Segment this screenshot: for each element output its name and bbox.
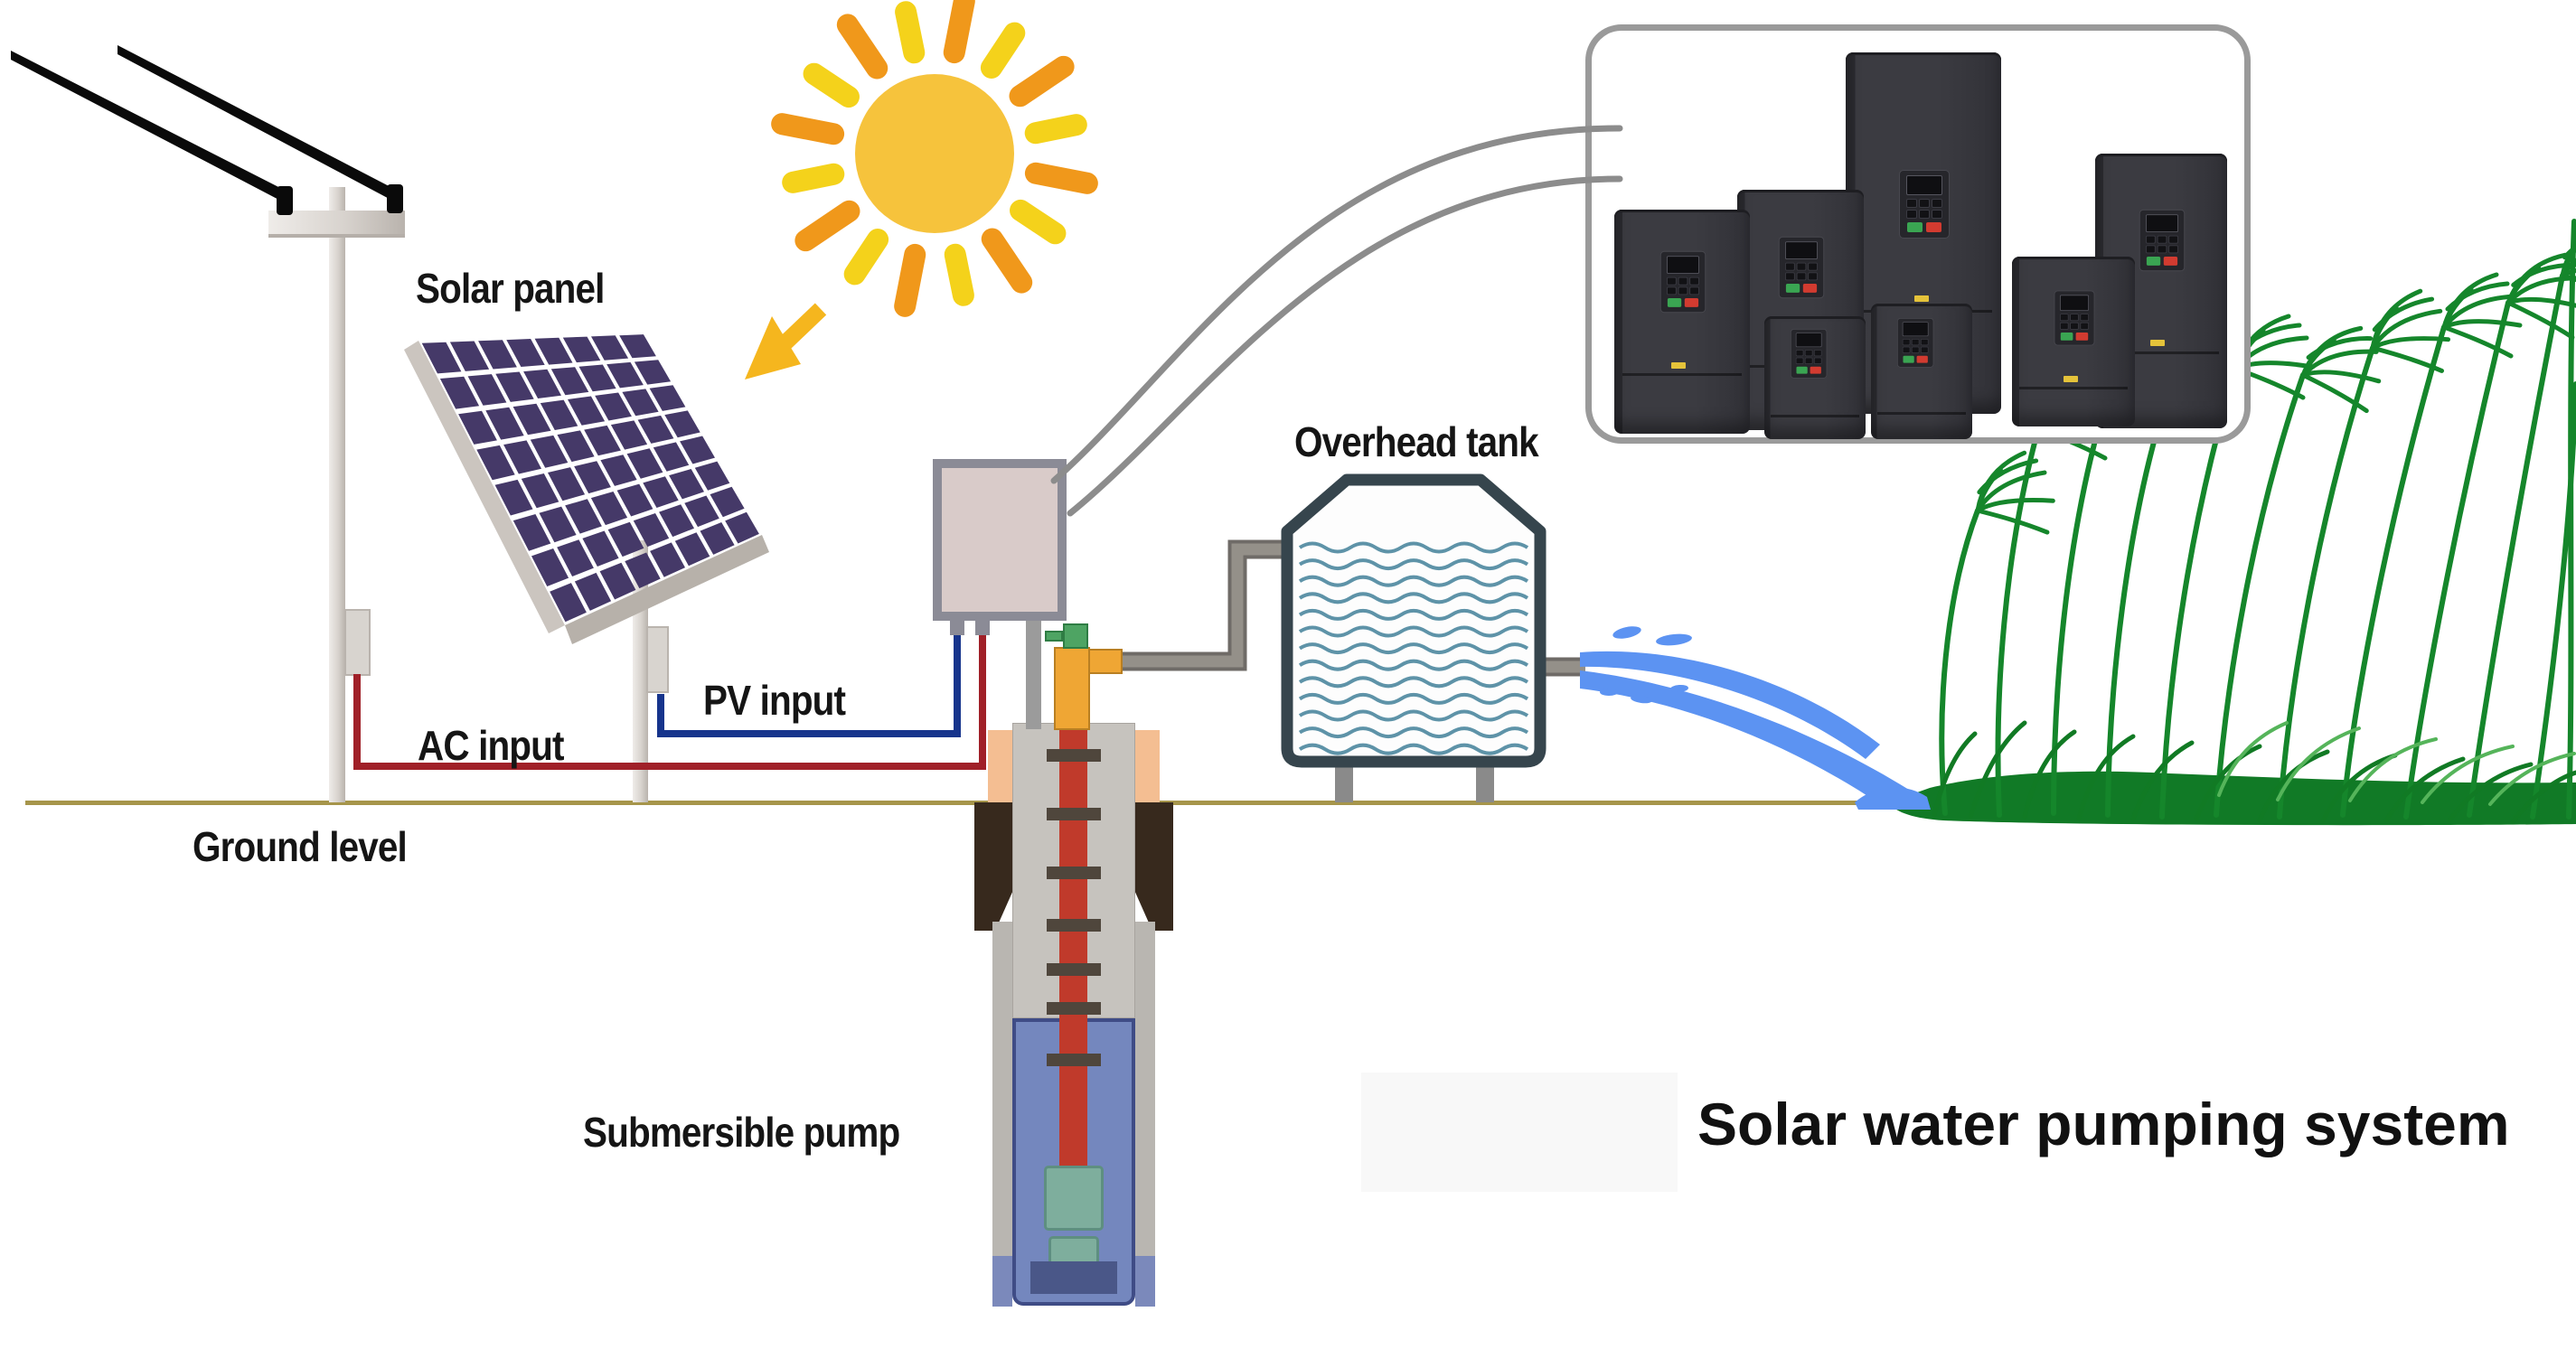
label-overhead-tank: Overhead tank (1294, 418, 1539, 465)
controller-terminal-ac (975, 621, 990, 635)
background-highlight (1361, 1073, 1678, 1192)
pipe-clamp (1047, 749, 1101, 762)
pv-junction-box (646, 626, 669, 693)
well-wall-right-bottom (1135, 1256, 1155, 1307)
pipe-clamp (1047, 867, 1101, 879)
pipe-clamp (1047, 1054, 1101, 1066)
well-bottom-base (1030, 1261, 1117, 1294)
vfd-unit (1764, 316, 1866, 439)
page-title: Solar water pumping system (1697, 1091, 2510, 1157)
ground-line (25, 801, 1893, 805)
well-wall-left-bottom (992, 1256, 1012, 1307)
solar-panel-cells (421, 334, 759, 623)
wellhead-fitting-stub (1045, 631, 1063, 642)
grass-field (1889, 771, 2576, 826)
tank-leg (1476, 759, 1494, 802)
controller-terminal-pv (950, 621, 964, 635)
water-pipe (1119, 539, 1585, 677)
pipe-clamp (1047, 1002, 1101, 1015)
pump-controller (933, 459, 1067, 621)
well-wall-left (992, 922, 1012, 1256)
pipe-clamp (1047, 919, 1101, 932)
label-solar-panel: Solar panel (416, 265, 605, 312)
well-pad-right (1135, 730, 1160, 802)
pipe-clamp (1047, 808, 1101, 820)
overhead-tank (1281, 473, 1547, 802)
wellhead-pipe (1054, 647, 1090, 730)
sunlight-arrow-icon (745, 303, 827, 379)
wellhead-fitting (1063, 623, 1088, 649)
well-pad-left (988, 730, 1012, 802)
sun-icon (771, 0, 1098, 317)
label-pv-input: PV input (703, 677, 846, 724)
vfd-unit (1871, 304, 1972, 439)
insulator (387, 184, 403, 213)
utility-pole-crossbar (268, 211, 405, 238)
label-ac-input: AC input (418, 722, 564, 769)
submersible-pump-motor (1044, 1166, 1104, 1231)
pipe-clamp (1047, 963, 1101, 976)
vfd-unit (1614, 210, 1750, 434)
ac-junction-box (344, 609, 371, 676)
solar-panel (404, 334, 769, 644)
sun-rays (771, 0, 1098, 317)
utility-pole (329, 187, 345, 802)
well-wall-right (1135, 922, 1155, 1256)
soil-block-right (1135, 802, 1173, 931)
soil-block-left (974, 802, 1012, 931)
wellhead-branch (1088, 649, 1123, 674)
controller-conduit (1026, 621, 1041, 729)
tank-leg (1335, 759, 1353, 802)
label-ground-level: Ground level (193, 823, 408, 870)
tank-water-waves (1299, 541, 1528, 755)
vfd-unit (2012, 257, 2135, 426)
water-spray (1580, 626, 1931, 810)
drop-pipe (1059, 723, 1087, 1167)
label-submersible-pump: Submersible pump (583, 1109, 900, 1156)
